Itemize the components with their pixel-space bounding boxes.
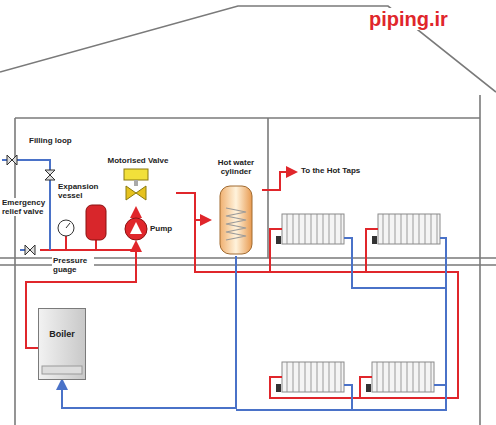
pump: Pump xyxy=(124,216,174,242)
expansion-vessel: Expansion vessel xyxy=(58,182,110,242)
valve-label: Emergency relief valve xyxy=(1,198,49,216)
node-text: Pump xyxy=(150,224,172,233)
pipe-connector xyxy=(176,193,210,220)
watermark: piping.ir xyxy=(368,8,449,30)
outlet-label: To the Hot Taps xyxy=(300,166,361,175)
node-text: Hot water cylinder xyxy=(210,158,262,176)
hot-water-cylinder: Hot water cylinder xyxy=(210,158,262,256)
pipe-connector xyxy=(135,208,137,216)
node-text: Motorised Valve xyxy=(100,156,176,165)
pipe-connector xyxy=(62,256,236,408)
motorised-valve: Motorised Valve xyxy=(100,156,176,208)
boiler: Boiler xyxy=(38,308,86,380)
gauge-label: Pressure guage xyxy=(52,256,94,274)
node-text: Expansion vessel xyxy=(58,182,110,200)
boiler-shape xyxy=(38,308,86,380)
node-text: Boiler xyxy=(38,308,86,339)
valve-label: Filling loop xyxy=(28,136,73,145)
